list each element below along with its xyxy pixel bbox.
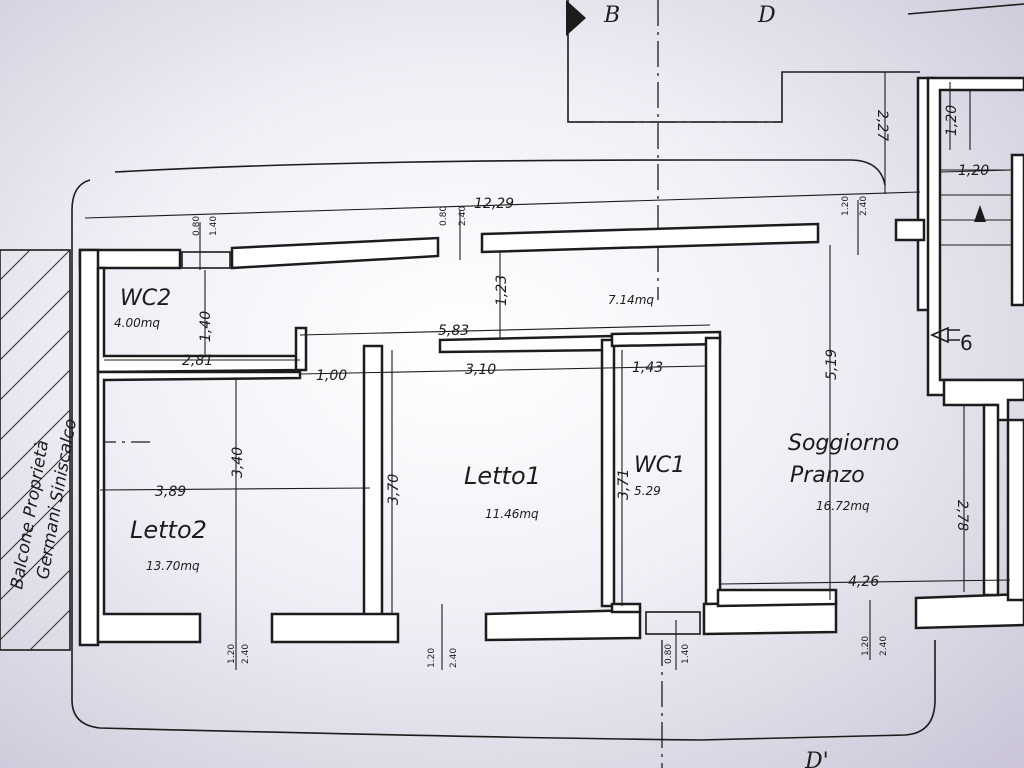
dimension-lines: [84, 72, 1013, 670]
room-wc1-area: 5.29: [634, 484, 661, 498]
section-label-d-prime: D': [804, 749, 829, 768]
dim-soggiorno-width: 4,26: [848, 574, 879, 590]
opening-5: 0.80 1.40: [664, 644, 691, 664]
opening-3: 1.20 2.40: [227, 644, 251, 664]
opening-2: 1.20 2.40: [841, 196, 869, 216]
svg-text:0.80: 0.80: [192, 216, 202, 236]
upper-building-outline: [567, 0, 920, 123]
letto2-walls: [96, 370, 302, 644]
room-wc2-area: 4.00mq: [114, 316, 160, 330]
opening-0: 0.80 1.40: [192, 216, 219, 236]
svg-text:0.80: 0.80: [439, 206, 449, 226]
opening-6: 1.20 2.40: [861, 636, 889, 656]
room-letto1-name: Letto1: [464, 462, 541, 490]
top-wall-mid: [230, 236, 440, 270]
svg-text:1.40: 1.40: [681, 644, 691, 664]
dim-corridor-depth: 1,23: [494, 275, 510, 306]
opening-4: 1.20 2.40: [427, 648, 459, 668]
svg-text:1.20: 1.20: [841, 196, 851, 216]
section-label-b: B: [603, 3, 620, 28]
dim-wc1-depth: 3,71: [616, 469, 632, 500]
room-letto2-name: Letto2: [130, 516, 207, 544]
svg-text:1.20: 1.20: [861, 636, 871, 656]
dim-wc2-width: 2,81: [182, 353, 213, 369]
dim-letto2-width: 3,89: [155, 484, 186, 500]
dim-letto1-depth: 3,70: [386, 474, 402, 505]
svg-text:1.20: 1.20: [227, 644, 237, 664]
neighbor-balcony: [0, 249, 71, 651]
dim-wc1-width: 1,43: [632, 360, 663, 376]
dim-wc2-height: 1,40: [198, 311, 214, 342]
svg-text:2.40: 2.40: [241, 644, 251, 664]
top-wall-right: [480, 222, 820, 254]
dim-top-right: 2,27: [874, 110, 890, 141]
svg-text:2.40: 2.40: [449, 648, 459, 668]
room-soggiorno-name1: Soggiorno: [788, 431, 899, 456]
svg-text:1.20: 1.20: [427, 648, 437, 668]
room-corridor-area: 7.14mq: [608, 293, 654, 307]
bottom-wall-2: [484, 608, 642, 642]
dim-letto1-width: 3,10: [465, 362, 496, 378]
dim-right-side: 2,78: [954, 500, 970, 531]
stair-number: 6: [960, 331, 973, 355]
balcony-outline: [71, 159, 936, 741]
dim-door-gap: 1,00: [316, 368, 347, 384]
entry-arrow: [930, 326, 960, 344]
dim-soggiorno-depth: 5,19: [824, 349, 840, 380]
room-wc1-name: WC1: [634, 453, 685, 478]
room-letto2-area: 13.70mq: [146, 559, 200, 573]
dim-stair-2: 1,20: [958, 163, 989, 179]
svg-text:2.40: 2.40: [458, 206, 468, 226]
dim-stair-1: 1,20: [944, 105, 960, 136]
bottom-wall-1: [270, 612, 400, 644]
opening-1: 0.80 2.40: [439, 206, 468, 226]
left-wall: [78, 248, 100, 647]
section-marker-triangle: [566, 0, 586, 36]
section-label-d: D: [757, 3, 776, 28]
room-letto1-area: 11.46mq: [485, 507, 539, 521]
room-wc2-name: WC2: [120, 286, 171, 311]
dim-corridor-width: 5,83: [438, 323, 469, 339]
svg-text:0.80: 0.80: [664, 644, 674, 664]
svg-text:2.40: 2.40: [879, 636, 889, 656]
svg-text:2.40: 2.40: [859, 196, 869, 216]
svg-text:1.40: 1.40: [209, 216, 219, 236]
room-soggiorno-area: 16.72mq: [816, 499, 870, 513]
dim-overall-width: 12,29: [474, 196, 514, 212]
dim-letto2-depth: 3,40: [230, 447, 246, 478]
room-soggiorno-name2: Pranzo: [790, 463, 865, 488]
